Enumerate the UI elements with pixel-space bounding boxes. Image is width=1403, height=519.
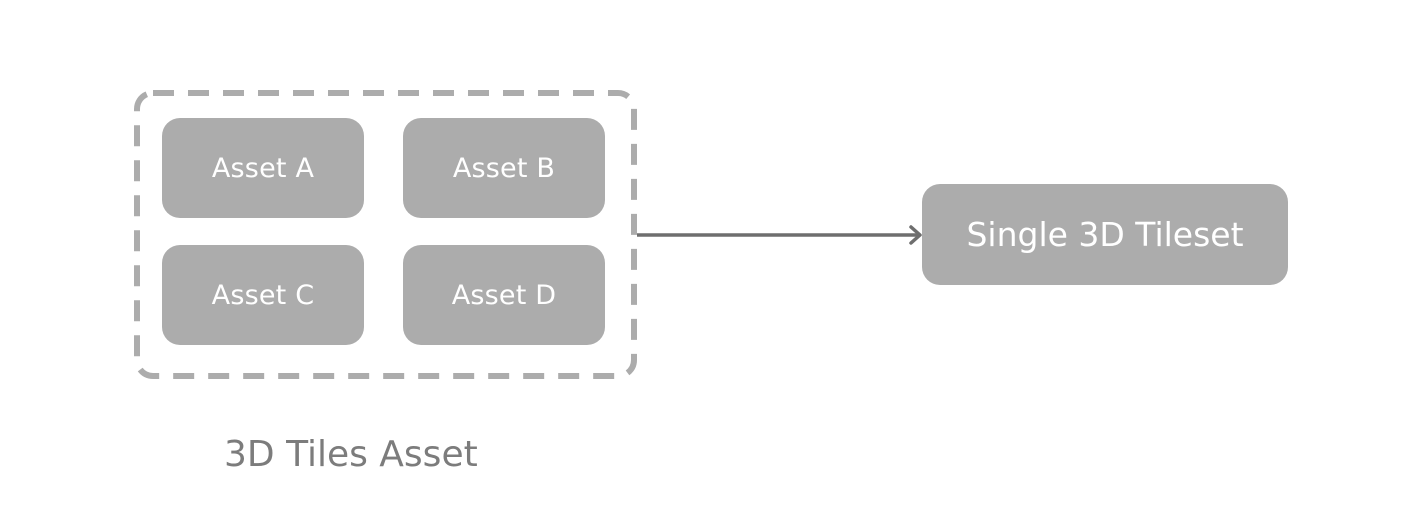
- asset-b-label: Asset B: [452, 152, 556, 184]
- asset-c-box: Asset C: [162, 245, 364, 345]
- asset-a-box: Asset A: [162, 118, 364, 218]
- group-caption: 3D Tiles Asset: [224, 434, 478, 475]
- asset-d-box: Asset D: [403, 245, 605, 345]
- dashed-group-frame: [134, 90, 637, 379]
- single-tileset-label: Single 3D Tileset: [966, 215, 1244, 254]
- arrow-right-icon: [637, 225, 922, 245]
- single-tileset-box: Single 3D Tileset: [922, 184, 1288, 285]
- dashed-border: [134, 90, 637, 379]
- asset-c-label: Asset C: [211, 279, 315, 311]
- asset-a-label: Asset A: [211, 152, 315, 184]
- asset-b-box: Asset B: [403, 118, 605, 218]
- asset-d-label: Asset D: [451, 279, 557, 311]
